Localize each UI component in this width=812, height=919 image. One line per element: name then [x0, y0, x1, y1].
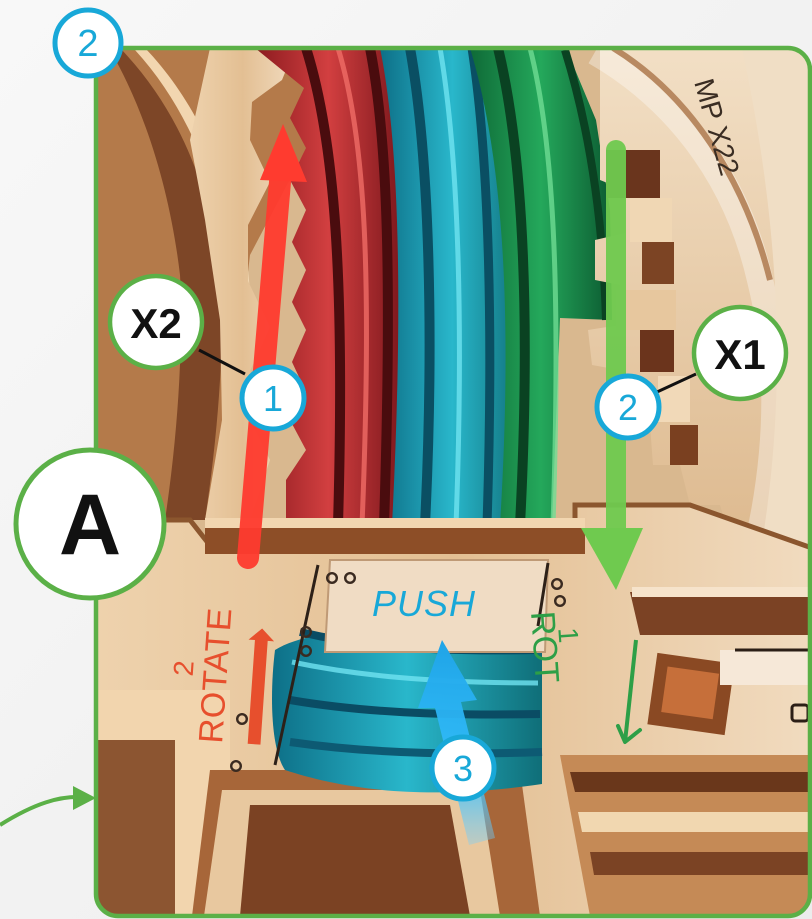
sequence-badge-2-text: 2: [618, 387, 638, 428]
sequence-badge-3-text: 3: [453, 748, 473, 789]
step-badge: 2: [55, 10, 121, 76]
blue-push-block: [272, 630, 542, 792]
rotate-right-text: ROT: [523, 610, 566, 684]
sequence-badge-3: 3: [432, 737, 494, 799]
rotate-left-number: 2: [168, 660, 200, 678]
callout-a: A: [16, 450, 164, 598]
callout-a-text: A: [59, 477, 121, 573]
sequence-badge-1: 1: [242, 367, 304, 429]
sequence-badge-1-text: 1: [263, 378, 283, 419]
push-label: PUSH: [372, 583, 476, 624]
sequence-badge-2: 2: [597, 376, 659, 438]
step-badge-number: 2: [77, 23, 98, 65]
callout-x2-text: X2: [130, 300, 181, 347]
callout-x1-text: X1: [714, 331, 765, 378]
